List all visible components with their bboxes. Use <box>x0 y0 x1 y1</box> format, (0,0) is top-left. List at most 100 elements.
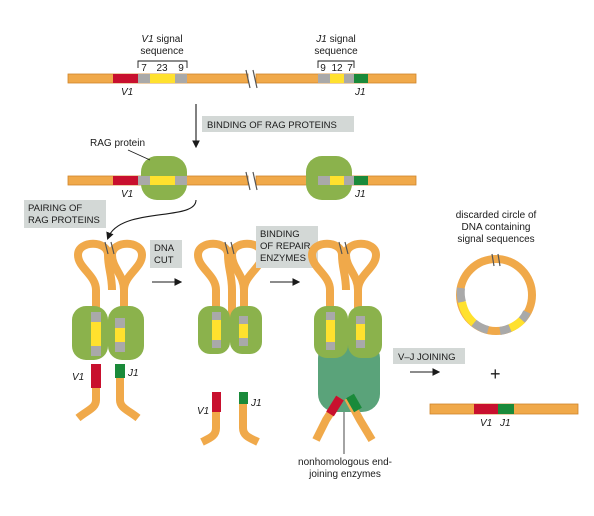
s2-right-gray-top <box>239 316 248 324</box>
s3-left-gray-bot <box>326 342 335 350</box>
j1-segment-r2 <box>354 176 368 185</box>
arrow-to-pairing <box>106 199 197 241</box>
v-spacer-7: 7 <box>141 63 147 74</box>
s2-tail-left <box>200 412 220 446</box>
s3-left-gray-top <box>326 312 335 320</box>
s3-right-yellow <box>356 324 365 340</box>
j-spacer-7: 7 <box>347 63 353 74</box>
j1-signal-title-1: J1 signal <box>315 34 355 45</box>
cut-complex: V1 J1 <box>193 239 267 446</box>
step-dna-cut-label-1: DNA <box>154 243 175 254</box>
s3-right-gray-bot <box>356 340 365 348</box>
j1-label-row1: J1 <box>354 87 366 98</box>
s1-tail-left <box>75 388 100 422</box>
s1-left-gray-bot <box>91 346 101 356</box>
step-box-binding-repair <box>256 226 318 268</box>
step-repair-label-1: BINDING <box>260 229 300 240</box>
step-pairing-label-2: RAG PROTEINS <box>28 215 100 226</box>
joined-j1-segment <box>498 404 514 414</box>
dna-break-icon-s3 <box>338 241 349 255</box>
v1-segment-r2 <box>113 176 138 185</box>
j1-nonamer <box>318 74 330 83</box>
v1-nonamer <box>175 74 187 83</box>
circle-yellow-2 <box>508 317 525 332</box>
v1-label-s2: V1 <box>197 406 209 417</box>
circle-gray-1 <box>456 287 466 304</box>
s2-v1-segment <box>212 392 221 412</box>
loop-right-2 <box>227 239 267 318</box>
circle-label-2: DNA containing <box>462 222 531 233</box>
s3-right-gray-top <box>356 316 365 324</box>
step-binding-rag-label: BINDING OF RAG PROTEINS <box>207 120 337 131</box>
j1-spacer <box>330 74 344 83</box>
s1-left-yellow <box>91 322 101 346</box>
j1-label-s1: J1 <box>127 368 139 379</box>
j1-heptamer-r2 <box>344 176 354 185</box>
j1-label-s2: J1 <box>250 398 262 409</box>
loop-right-3 <box>341 239 381 318</box>
circle-yellow-1 <box>458 301 477 327</box>
circle-gray-4 <box>518 310 531 323</box>
dna-break-icon <box>245 69 258 89</box>
loop-left-3 <box>307 239 350 318</box>
step-box-vj-joining <box>393 348 465 364</box>
circle-gray-3 <box>499 324 512 335</box>
s2-right-yellow <box>239 324 248 338</box>
step-repair-label-3: ENZYMES <box>260 253 306 264</box>
v1-signal-title-1: V1 signal <box>141 34 182 45</box>
dna-break-icon-r2 <box>245 171 258 191</box>
rag-pair-left <box>72 306 108 360</box>
v1-label-joined: V1 <box>480 418 492 429</box>
rag-protein-pointer <box>127 149 151 161</box>
v-spacer-23: 23 <box>156 63 168 74</box>
s2-left-gray-bot <box>212 340 221 348</box>
v1-signal-bracket <box>137 60 188 68</box>
loop-left-2 <box>193 239 236 318</box>
s3-v1-segment <box>326 395 344 417</box>
rag-bound-row: RAG protein V1 J1 <box>67 138 417 200</box>
circle-gray-2 <box>471 319 490 334</box>
enzymes-label-1: nonhomologous end- <box>298 457 392 468</box>
circle-label-3: signal sequences <box>457 234 534 245</box>
step-box-pairing <box>24 200 106 228</box>
step-vj-joining-label: V–J JOINING <box>398 352 456 363</box>
discarded-circle: discarded circle of DNA containing signa… <box>456 210 537 335</box>
joined-v1-segment <box>474 404 498 414</box>
step-repair-label-2: OF REPAIR <box>260 241 311 252</box>
v1-label-row2: V1 <box>121 189 133 200</box>
dna-break-icon-s2 <box>224 241 235 255</box>
step-dna-cut-label-2: CUT <box>154 255 174 266</box>
s1-right-gray-bot <box>115 342 125 352</box>
s2-left-yellow <box>212 320 221 340</box>
s3-left-yellow <box>326 320 335 342</box>
v1-label-row1: V1 <box>121 87 133 98</box>
j1-signal-title-2: sequence <box>314 46 358 57</box>
step-box-binding-rag <box>202 116 354 132</box>
rag-pair-right <box>108 306 144 360</box>
v1-heptamer <box>138 74 150 83</box>
v1-spacer-r2 <box>150 176 175 185</box>
dna-break-icon-s1 <box>104 241 115 255</box>
enzymes-label-2: joining enzymes <box>308 469 381 480</box>
s1-right-yellow <box>115 328 125 342</box>
paired-complex: V1 J1 <box>72 239 147 422</box>
j1-nonamer-r2 <box>318 176 330 185</box>
j1-label-row2: J1 <box>354 189 366 200</box>
plus-sign: + <box>490 364 501 384</box>
repair-complex: nonhomologous end- joining enzymes <box>298 239 392 480</box>
v1-heptamer-r2 <box>138 176 150 185</box>
j1-spacer-r2 <box>330 176 344 185</box>
v1-label-s1: V1 <box>72 372 84 383</box>
step-pairing-label-1: PAIRING OF <box>28 203 82 214</box>
s1-v1-segment <box>91 364 101 388</box>
s3-j1-segment <box>346 393 362 413</box>
dna-break-icon-circle <box>491 253 501 267</box>
j1-signal-bracket <box>317 60 355 68</box>
germline-dna-row: V1 signal sequence J1 signal sequence 7 … <box>67 34 417 98</box>
v1-spacer <box>150 74 175 83</box>
j-spacer-9: 9 <box>320 63 326 74</box>
s1-j1-segment <box>115 364 125 378</box>
s2-tail-right <box>239 404 260 446</box>
j-spacer-12: 12 <box>331 63 343 74</box>
